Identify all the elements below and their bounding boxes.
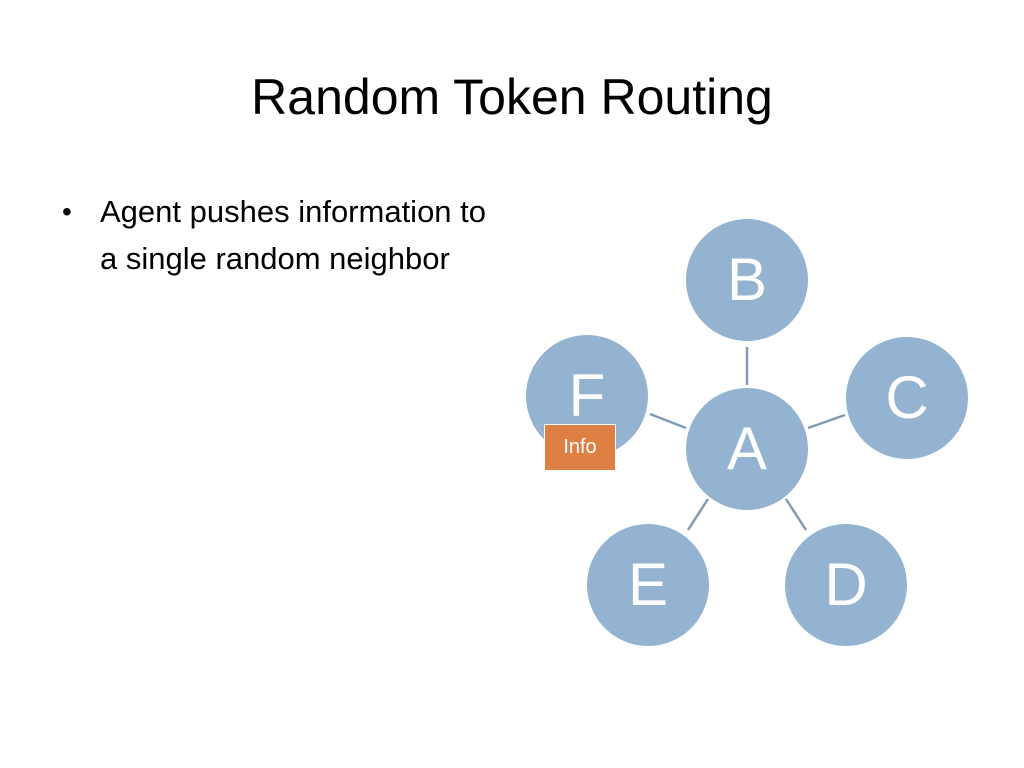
node-b: B <box>684 217 810 343</box>
edge-a-c <box>807 413 846 430</box>
edge-a-e <box>686 498 710 531</box>
bullet-item: • Agent pushes information to a single r… <box>62 188 502 282</box>
slide-title: Random Token Routing <box>251 69 773 125</box>
info-token: Info <box>544 424 616 471</box>
node-c: C <box>844 335 970 461</box>
bullet-icon: • <box>62 196 72 227</box>
node-a: A <box>684 386 810 512</box>
edge-a-d <box>784 498 808 531</box>
node-e: E <box>585 522 711 648</box>
bullet-list: • Agent pushes information to a single r… <box>62 188 502 282</box>
bullet-text: Agent pushes information to a single ran… <box>100 194 487 276</box>
edge-a-f <box>649 412 687 430</box>
node-d: D <box>783 522 909 648</box>
